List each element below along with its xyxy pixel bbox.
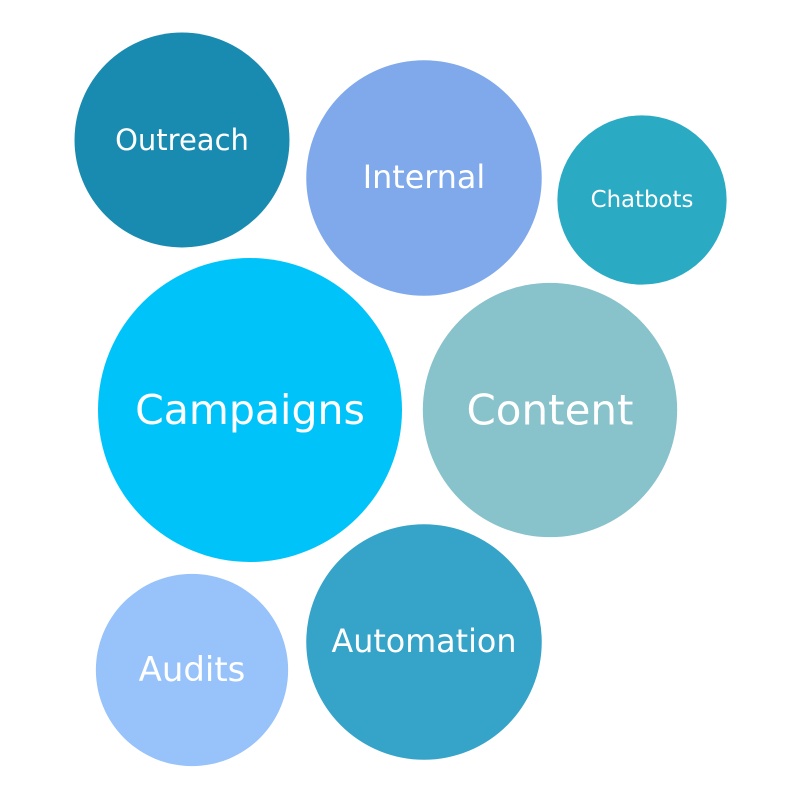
bubble-automation: Automation bbox=[306, 524, 542, 760]
bubble-circle-internal bbox=[306, 60, 542, 296]
bubble-internal: Internal bbox=[306, 60, 542, 296]
bubble-circle-outreach bbox=[74, 32, 290, 248]
bubble-circle-campaigns bbox=[98, 258, 402, 562]
bubble-circle-chatbots bbox=[557, 115, 727, 285]
bubble-circle-audits bbox=[95, 573, 289, 767]
bubble-label-content: Content bbox=[466, 386, 633, 435]
bubble-label-campaigns: Campaigns bbox=[135, 386, 365, 434]
bubble-label-automation: Automation bbox=[331, 624, 516, 660]
bubble-campaigns: Campaigns bbox=[98, 258, 402, 562]
bubble-outreach: Outreach bbox=[74, 32, 290, 248]
bubble-chatbots: Chatbots bbox=[557, 115, 727, 285]
bubble-circle-content bbox=[422, 282, 678, 538]
bubble-label-internal: Internal bbox=[363, 160, 485, 196]
bubble-content: Content bbox=[422, 282, 678, 538]
bubble-label-audits: Audits bbox=[139, 650, 246, 690]
bubble-circle-automation bbox=[306, 524, 542, 760]
bubble-label-outreach: Outreach bbox=[115, 123, 249, 157]
bubble-audits: Audits bbox=[95, 573, 289, 767]
bubble-label-chatbots: Chatbots bbox=[591, 187, 694, 213]
